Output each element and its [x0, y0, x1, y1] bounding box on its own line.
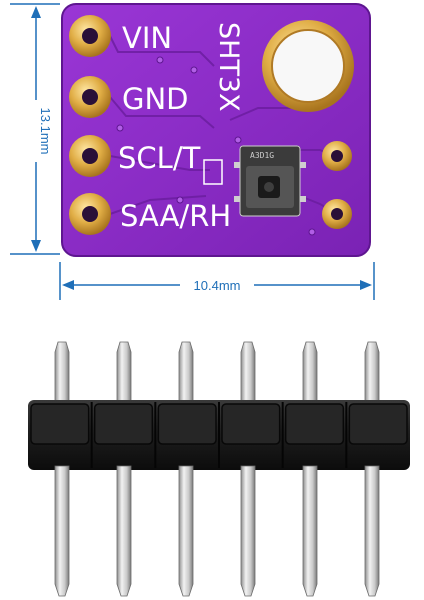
pad-scl [69, 135, 111, 177]
pin-header [28, 341, 410, 597]
chip-marking: A3D1G [250, 151, 274, 160]
header-pin-bottom [364, 465, 380, 597]
housing-segment [30, 403, 90, 445]
width-dimension: 10.4mm [59, 262, 375, 300]
pad-sda [69, 193, 111, 235]
height-dimension: 13.1mm [10, 3, 60, 255]
header-pins-top [54, 341, 380, 405]
chip-solder [234, 162, 306, 202]
pin-label-vin: VIN [122, 21, 172, 55]
mounting-hole [262, 20, 354, 112]
sensor-chip: A3D1G [203, 145, 306, 217]
width-label: 10.4mm [194, 278, 241, 293]
header-housing [28, 400, 410, 470]
header-pin-bottom [54, 465, 70, 597]
housing-segment [284, 403, 345, 445]
model-label: SHT3X [213, 22, 244, 112]
height-label: 13.1mm [38, 108, 53, 155]
header-pin-top [178, 341, 194, 405]
header-pin-top [302, 341, 318, 405]
header-pin-bottom [178, 465, 194, 597]
header-pin-top [364, 341, 380, 405]
pcb-vias [116, 56, 316, 236]
header-pin-bottom [116, 465, 132, 597]
housing-segment [93, 403, 154, 445]
header-pin-top [54, 341, 70, 405]
header-pin-top [116, 341, 132, 405]
header-pin-top [240, 341, 256, 405]
header-pin-bottom [302, 465, 318, 597]
header-pin-bottom [240, 465, 256, 597]
housing-segments [30, 402, 408, 468]
housing-segment [348, 403, 408, 445]
housing-segment [221, 403, 281, 445]
pin-label-gnd: GND [122, 82, 189, 116]
header-pins-bottom [54, 465, 380, 597]
pin-label-sda: SAA/RH [120, 199, 231, 233]
housing-segment [157, 403, 217, 445]
pad-gnd [69, 76, 111, 118]
sensor-board: VIN GND SCL/T SAA/RH SHT3X A3D1G [61, 3, 371, 257]
small-pads [322, 141, 352, 229]
pin-pads [69, 15, 111, 235]
pad-vin [69, 15, 111, 57]
pin-label-scl: SCL/T [118, 141, 201, 175]
